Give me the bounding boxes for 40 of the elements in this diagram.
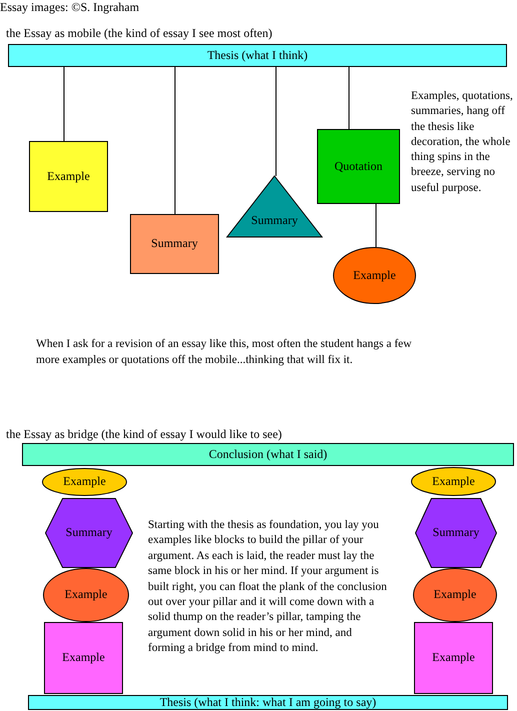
shape-label: Quotation [334,160,382,174]
block-box [44,622,123,694]
explanation-paragraph: Starting with the thesis as foundation, you lay you examples like blocks to build the pillar of your argument. As each is laid, the reader must lay the same block in his or her mind. If your argument is built right, you can float the plank of the conclusion out over your pillar and it will come down with a solid thump on the reader’s pillar, tamping the argument down solid in his or her mind, and forming a bridge from mind to mind. [148,518,388,656]
section-heading: the Essay as bridge (the kind of essay I would like to see) [6,426,283,442]
oval-shape [333,247,416,304]
shape-label: Example [64,588,108,602]
thesis-bar [22,443,514,466]
shape-label: Summary [251,214,298,228]
shape-label: Example [432,651,475,665]
note-paragraph: When I ask for a revision of an essay like this, most often the student hangs a few more examples or quotations off the mobile...thinking that will fix it. [36,337,413,368]
shape-label: Example [63,475,106,489]
hexagon-shape [415,498,497,568]
shape-label: Example [432,474,475,488]
side-note: Examples, quotations, summaries, hang off the thesis like decoration, the whole thing spins in the breeze, serving no useful purpose. [411,89,514,196]
shape-label: Conclusion (what I said) [208,448,328,462]
shape-label: Thesis (what I think) [207,48,308,62]
block-box [130,214,219,274]
thesis-bar [28,695,508,710]
shape-label: Summary [432,526,480,540]
shape-label: Example [434,588,476,602]
oval-shape [411,467,496,496]
shape-label: Summary [66,526,112,540]
oval-shape [42,468,127,496]
block-box [29,141,108,212]
shape-label: Summary [151,237,198,251]
shape-label: Example [62,651,105,665]
triangle-shape [227,176,322,237]
oval-shape [413,568,497,622]
shape-label: Example [353,268,396,282]
shape-label: Thesis (what I think: what I am going to say) [160,696,376,710]
hanging-line [174,66,176,214]
block-box [317,129,400,204]
oval-shape [43,568,129,622]
thesis-bar [8,44,507,67]
hexagon-shape [45,498,133,568]
shape-label: Example [47,170,90,184]
block-box [414,622,493,694]
section-heading: the Essay as mobile (the kind of essay I see most often) [6,25,274,41]
hanging-line [348,66,350,130]
credit-line: Essay images: ©S. Ingraham [0,0,140,14]
